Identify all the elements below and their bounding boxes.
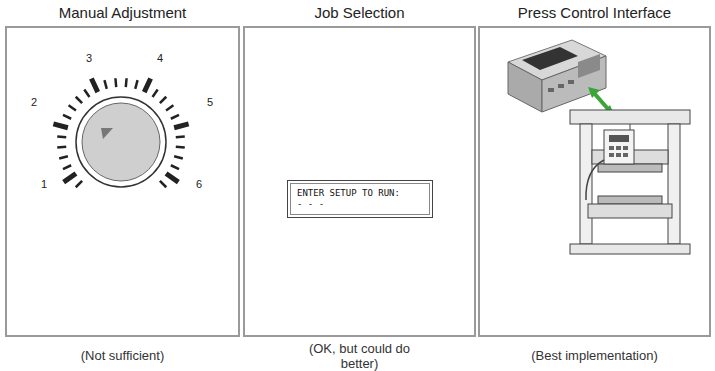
dial-tick [125,78,128,87]
dial-tick [160,97,166,103]
dial-tick [176,146,185,149]
dial-tick [160,181,166,187]
dial-tick [153,90,158,97]
dial-tick [53,124,67,128]
press-illustration [508,40,690,254]
panel: Press Control Interface [478,0,711,337]
dial-tick [59,156,68,158]
dial-number: 5 [207,96,213,108]
dial-tick [171,115,179,119]
panel-heading: Manual Adjustment [5,4,240,21]
caption: (Best implementation) [478,348,711,363]
screen-text: - - - [297,199,423,210]
dial-tick [174,156,183,158]
dial-tick [104,80,106,89]
dial-tick [69,105,76,110]
dial-tick [166,174,178,183]
dial-pointer [101,128,113,139]
caption: (Not sufficient) [5,348,240,363]
dial-number: 4 [157,52,163,64]
dial-tick [91,79,97,93]
dial-tick [166,105,173,110]
dial-tick [176,135,185,138]
dial-tick [57,135,66,138]
dial-tick [63,165,71,169]
dial-number: 2 [31,96,37,108]
dial-number: 6 [196,178,202,190]
panel: Manual Adjustment [5,0,240,337]
panel-heading: Job Selection [243,4,476,21]
dial-tick [174,124,188,128]
display-screen: ENTER SETUP TO RUN:- - - [287,180,433,218]
dial-ticks [53,78,188,187]
caption: (OK, but could do better) [303,341,416,371]
dial-tick [114,78,117,87]
screen-text: ENTER SETUP TO RUN: [297,188,423,199]
dial-number: 3 [86,52,92,64]
panel: Job SelectionENTER SETUP TO RUN:- - - [243,0,476,337]
dial-tick [135,80,137,89]
dial-number: 1 [41,178,47,190]
dial-tick [57,146,66,149]
dial-tick [171,165,179,169]
dial-tick [63,115,71,119]
dial-knob [82,103,160,181]
dial-tick [76,97,82,103]
panel-frame [478,26,711,337]
panel-frame [5,26,240,337]
panel-heading: Press Control Interface [478,4,711,21]
dial-tick [76,181,82,187]
dial-ring [76,97,166,187]
dial-tick [64,174,76,183]
dial-tick [84,90,89,97]
dial-tick [144,79,150,93]
